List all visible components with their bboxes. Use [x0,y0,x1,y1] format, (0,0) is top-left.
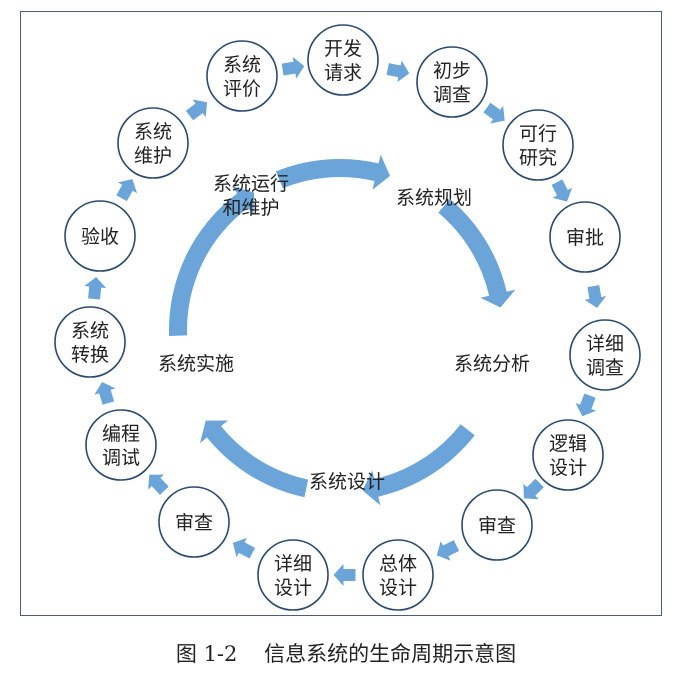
step-label: 可行 [519,123,557,145]
flow-arrow-icon [185,99,208,121]
step-label: 评价 [223,78,261,100]
flow-arrow-icon [551,179,573,202]
step-circle [569,319,641,391]
step-label: 请求 [324,62,362,84]
figure-caption: 图 1-2 信息系统的生命周期示意图 [0,638,692,668]
step-label: 调查 [433,84,471,106]
step-node-review-2: 审查 [158,486,230,558]
step-circle [85,409,157,481]
flow-arrow-icon [584,285,607,308]
step-label: 维护 [134,145,172,167]
cycle-arrow-icon [362,424,475,506]
phase-label: 和维护 [222,197,279,219]
step-label: 调试 [102,447,140,469]
step-circle [206,40,278,112]
step-label: 设计 [549,457,587,479]
phase-label: 系统设计 [309,471,385,493]
step-circle [532,419,604,491]
flow-arrow-icon [386,60,410,83]
cycle-arrow-icon [438,199,516,308]
flow-arrow-icon [281,56,305,79]
step-circle [54,306,126,378]
flow-arrow-icon [333,564,356,586]
flow-arrow-icon [483,102,505,124]
step-circle [461,489,533,561]
step-label: 设计 [274,577,312,599]
step-label: 审查 [478,515,516,537]
flow-arrow-icon [436,540,460,561]
step-label: 研究 [519,147,557,169]
flow-arrow-icon [523,478,544,500]
flow-arrow-icon [94,382,116,405]
phase-label: 系统运行 [213,173,289,195]
step-node-acceptance: 验收 [64,200,136,272]
phase-analysis: 系统分析 [454,353,530,375]
outer-cycle-arrows [84,56,607,586]
step-circle [362,539,434,611]
flow-arrow-icon [84,277,107,300]
step-label: 逻辑 [549,433,587,455]
step-label: 初步 [433,60,471,82]
cycle-arrow-icon [169,186,255,336]
step-label: 调查 [586,357,624,379]
phase-label: 系统规划 [396,187,472,209]
step-node-approval: 审批 [549,201,621,273]
diagram-frame [20,11,662,616]
flow-arrow-icon [575,393,597,417]
cycle-arrow-icon [200,420,309,498]
step-label: 总体 [379,553,417,575]
phase-planning: 系统规划 [396,187,472,209]
figure-title: 信息系统的生命周期示意图 [264,642,517,666]
phase-design: 系统设计 [309,471,385,493]
step-node-review-1: 审查 [461,489,533,561]
figure-number: 图 1-2 [175,642,238,666]
step-circle [549,201,621,273]
phase-implementation: 系统实施 [158,353,234,375]
step-label: 审查 [175,512,213,534]
phase-label: 系统分析 [454,353,530,375]
step-label: 转换 [71,344,109,366]
outer-cycle-nodes: 开发请求初步调查可行研究审批详细调查逻辑设计审查总体设计详细设计审查编程调试系统… [54,24,641,611]
step-circle [502,109,574,181]
step-label: 设计 [379,577,417,599]
step-label: 详细 [586,333,624,355]
step-circle [257,539,329,611]
step-circle [416,46,488,118]
step-label: 开发 [324,38,362,60]
cycle-arrow-icon [275,154,391,190]
step-label: 系统 [223,54,261,76]
step-label: 系统 [134,121,172,143]
step-label: 验收 [81,226,119,248]
inner-cycle-arrows [169,154,516,506]
step-circle [117,107,189,179]
step-circle [158,486,230,558]
step-label: 系统 [71,320,109,342]
step-circle [64,200,136,272]
flow-arrow-icon [148,474,169,495]
step-circle [307,24,379,96]
flow-arrow-icon [232,537,256,559]
step-label: 编程 [102,423,140,445]
step-label: 详细 [274,553,312,575]
flow-arrow-icon [116,179,138,202]
phase-label: 系统实施 [158,353,234,375]
step-label: 审批 [566,227,604,249]
